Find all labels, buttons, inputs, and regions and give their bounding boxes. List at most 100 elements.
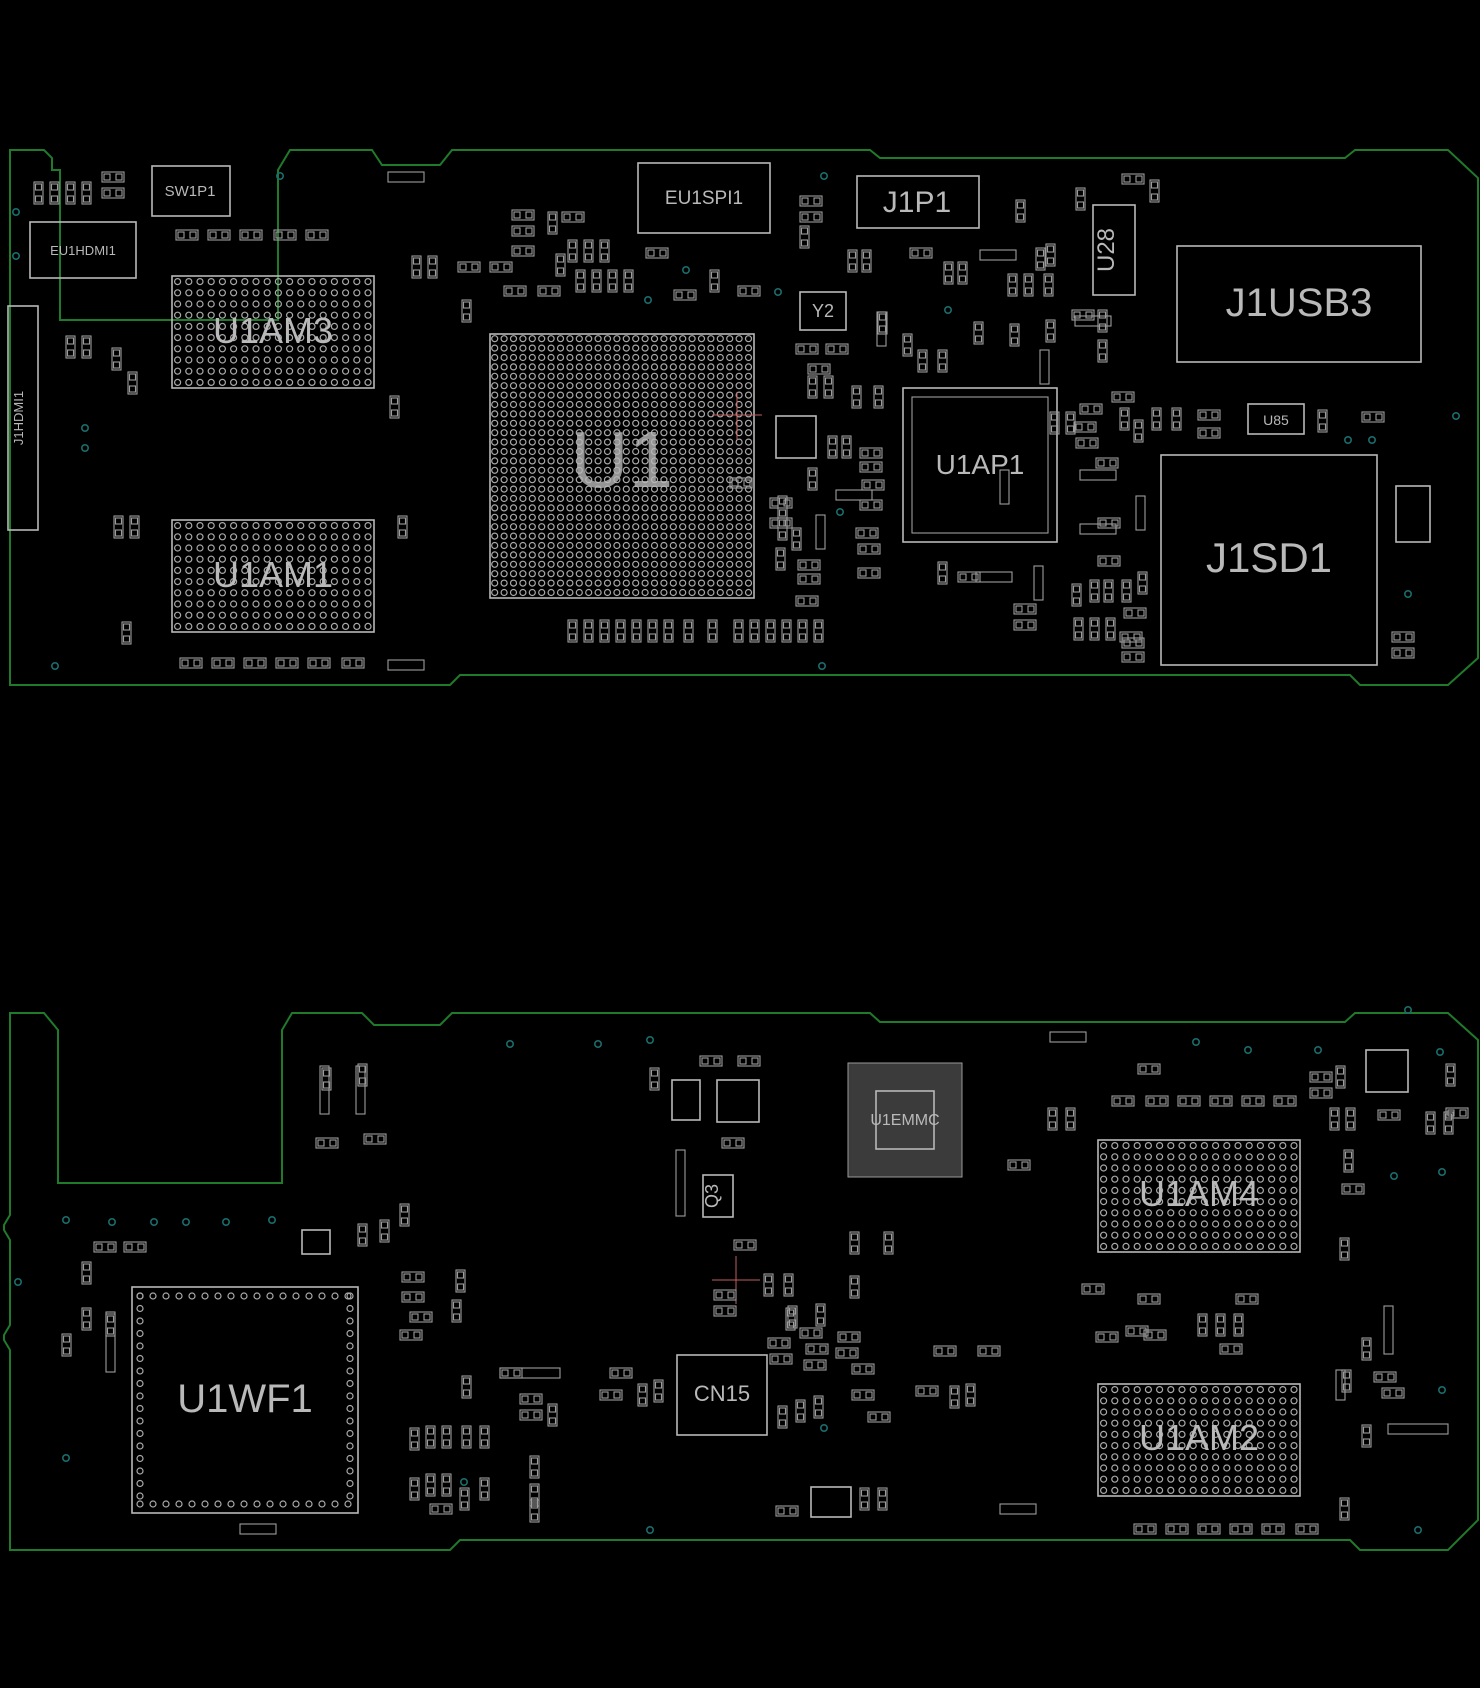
ball-pad xyxy=(632,523,640,531)
ball-pad xyxy=(207,311,215,319)
ball-pad xyxy=(669,476,677,484)
ball-pad xyxy=(669,504,677,512)
passive-part xyxy=(457,261,481,273)
u1-label: U1 xyxy=(571,415,673,504)
ball-pad xyxy=(1133,1419,1141,1427)
ball-pad xyxy=(650,363,659,371)
ball-pad xyxy=(716,551,724,559)
via xyxy=(645,1036,654,1045)
passive-part xyxy=(1111,519,1119,527)
passive-part xyxy=(1120,409,1129,417)
ball-pad xyxy=(286,289,294,297)
passive-part xyxy=(1049,1031,1087,1043)
ball-pad xyxy=(319,300,327,308)
passive-part xyxy=(357,1223,368,1247)
ball-pad xyxy=(174,345,182,353)
ball-pad xyxy=(726,344,734,352)
passive-part xyxy=(801,1329,809,1337)
ball-pad xyxy=(353,378,361,386)
ball-pad xyxy=(585,466,593,474)
ball-pad xyxy=(519,513,527,521)
passive-part xyxy=(835,489,873,501)
passive-part xyxy=(835,1347,859,1359)
passive-part xyxy=(645,247,669,259)
passive-part xyxy=(568,253,577,261)
passive-part xyxy=(1119,631,1143,643)
passive-part xyxy=(1103,579,1114,603)
ball-pad xyxy=(575,391,583,399)
ball-pad xyxy=(538,551,546,559)
passive-part xyxy=(721,1137,745,1149)
passive-part xyxy=(410,1491,419,1499)
ball-pad xyxy=(744,344,753,352)
ball-pad xyxy=(556,494,565,503)
passive-part xyxy=(1346,1109,1355,1117)
passive-part xyxy=(390,409,399,417)
pad xyxy=(292,1292,300,1300)
passive-part xyxy=(431,1505,439,1513)
ball-pad xyxy=(613,353,621,362)
ball-pad xyxy=(566,504,574,512)
pad xyxy=(318,1500,326,1508)
ball-pad xyxy=(726,335,734,343)
ball-pad xyxy=(641,513,649,521)
ball-pad xyxy=(566,400,574,409)
passive-part xyxy=(731,479,739,487)
ball-pad xyxy=(1178,1141,1186,1150)
ball-pad xyxy=(364,566,372,575)
ball-pad xyxy=(622,372,630,380)
passive-part xyxy=(62,1347,71,1355)
passive-part xyxy=(778,531,787,539)
ball-pad xyxy=(330,566,338,575)
passive-part xyxy=(859,1487,870,1511)
passive-part xyxy=(1287,1097,1295,1105)
ball-pad xyxy=(1111,1419,1119,1427)
ball-pad xyxy=(1122,1464,1130,1472)
ball-pad xyxy=(241,367,249,375)
passive-part xyxy=(875,481,883,489)
passive-part xyxy=(911,249,919,257)
passive-part xyxy=(979,249,1017,261)
ball-pad xyxy=(622,447,630,456)
ball-pad xyxy=(500,344,508,352)
j1sd1-label: J1SD1 xyxy=(1206,534,1332,581)
ball-pad xyxy=(1256,1441,1265,1450)
ball-pad xyxy=(528,410,536,418)
passive-part xyxy=(1066,1109,1075,1117)
passive-part xyxy=(650,1069,659,1077)
ball-pad xyxy=(735,560,743,568)
ball-pad xyxy=(519,429,527,437)
ball-pad xyxy=(613,570,621,578)
ball-pad xyxy=(519,457,527,465)
ball-pad xyxy=(308,367,316,375)
passive-part xyxy=(390,397,399,405)
ball-pad xyxy=(716,485,724,493)
ball-pad xyxy=(744,560,753,568)
passive-part xyxy=(792,529,801,537)
ball-pad xyxy=(500,476,508,484)
ball-pad xyxy=(263,600,271,608)
ball-pad xyxy=(735,494,743,503)
passive-part xyxy=(1121,173,1145,185)
passive-part xyxy=(710,283,719,291)
passive-part xyxy=(729,477,753,489)
ball-pad xyxy=(716,419,724,427)
passive-part xyxy=(1383,1389,1391,1397)
passive-part xyxy=(813,213,821,221)
passive-part xyxy=(401,1291,425,1303)
via xyxy=(1404,589,1413,598)
ball-pad xyxy=(308,566,316,575)
ball-pad xyxy=(1200,1475,1209,1483)
passive-part xyxy=(850,1289,859,1297)
via xyxy=(267,1216,276,1225)
ball-pad xyxy=(679,429,687,437)
passive-part xyxy=(789,1507,797,1515)
ball-pad xyxy=(230,345,238,353)
ball-pad xyxy=(603,429,612,437)
ball-pad xyxy=(491,466,499,474)
ball-pad xyxy=(707,457,715,465)
pad xyxy=(318,1292,326,1300)
ball-pad xyxy=(1133,1408,1141,1416)
passive-part xyxy=(797,573,821,585)
ball-pad xyxy=(632,410,640,418)
